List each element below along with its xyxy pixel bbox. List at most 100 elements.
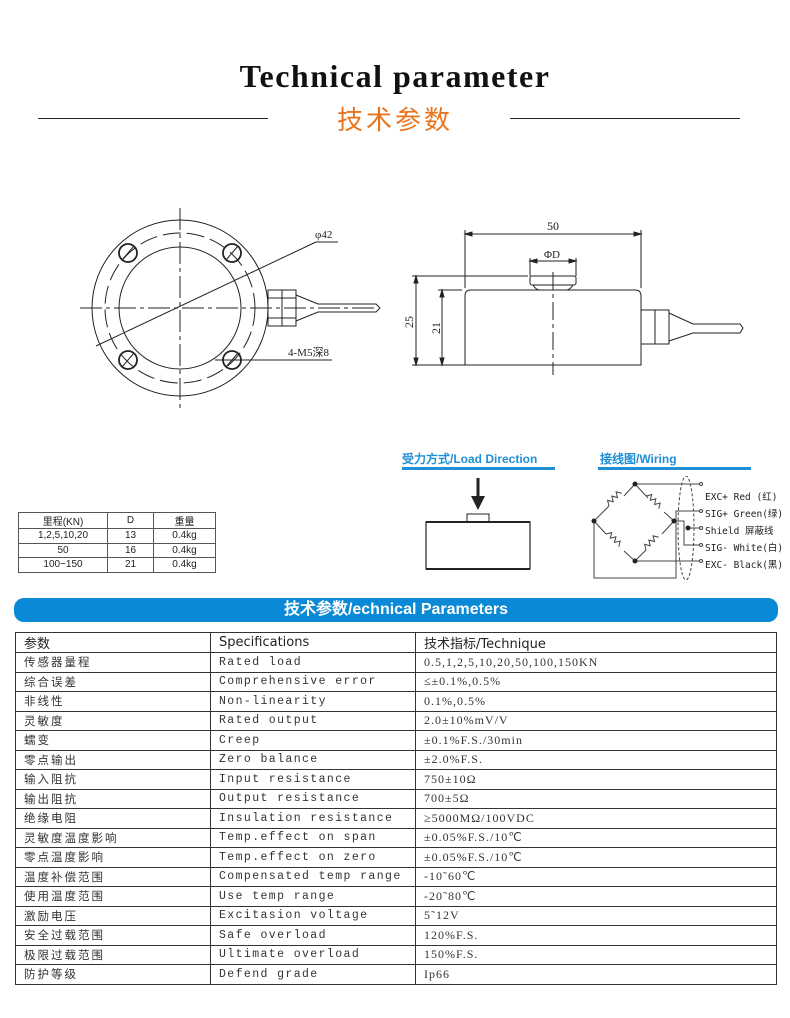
param-cn: 输入阻抗 [15, 769, 211, 790]
wiring-label-sig-minus: SIG- White(白) [705, 543, 784, 554]
button-diameter-label: ΦD [544, 249, 560, 261]
size-header-range: 里程(KN) [18, 512, 108, 529]
page-title-en: Technical parameter [239, 58, 551, 94]
param-en: Creep [210, 730, 416, 751]
param-cn: 蠕变 [15, 730, 211, 751]
load-direction-rule [402, 467, 555, 470]
size-header-weight: 重量 [153, 512, 216, 529]
param-cn: 输出阻抗 [15, 788, 211, 809]
param-en: Temp.effect on zero [210, 847, 416, 868]
total-height-label: 25 [402, 316, 416, 328]
spec-header-param: 参数 [15, 632, 211, 653]
param-en: Compensated temp range [210, 866, 416, 887]
param-en: Non-linearity [210, 691, 416, 712]
param-cn: 激励电压 [15, 905, 211, 926]
param-cn: 极限过载范围 [15, 944, 211, 965]
wiring-label-shield: Shield 屏蔽线 [705, 526, 774, 537]
param-value: ±0.1%F.S./30min [415, 730, 777, 751]
param-en: Insulation resistance [210, 808, 416, 829]
body-height-label: 21 [429, 322, 443, 334]
size-d-cell: 13 [107, 528, 154, 544]
param-cn: 综合误差 [15, 671, 211, 692]
diameter-label: φ42 [315, 229, 332, 241]
param-cn: 灵敏度 [15, 710, 211, 731]
wiring-rule [598, 467, 751, 470]
size-d-cell: 21 [107, 557, 154, 573]
param-value: ±2.0%F.S. [415, 749, 777, 770]
spec-table-header: 参数 Specifications 技术指标/Technique [15, 632, 777, 653]
size-table-row: 50 16 0.4kg [18, 542, 216, 558]
param-en: Defend grade [210, 964, 416, 985]
page-title-cn: 技术参数 [336, 106, 453, 136]
param-cn: 绝缘电阻 [15, 808, 211, 829]
param-en: Safe overload [210, 925, 416, 946]
param-en: Output resistance [210, 788, 416, 809]
load-direction-caption: 受力方式/Load Direction [402, 452, 538, 466]
param-cn: 传感器量程 [15, 652, 211, 673]
wiring-caption: 接线图/Wiring [600, 452, 677, 466]
size-table-row: 100~150 21 0.4kg [18, 557, 216, 573]
size-weight-cell: 0.4kg [153, 528, 216, 544]
param-value: 2.0±10%mV/V [415, 710, 777, 731]
param-cn: 零点输出 [15, 749, 211, 770]
param-cn: 灵敏度温度影响 [15, 827, 211, 848]
size-table: 里程(KN) D 重量 1,2,5,10,20 13 0.4kg 50 16 0… [18, 512, 216, 573]
param-cn: 零点温度影响 [15, 847, 211, 868]
param-en: Comprehensive error [210, 671, 416, 692]
spec-section-title: 技术参数/echnical Parameters [14, 598, 778, 622]
param-en: Zero balance [210, 749, 416, 770]
param-cn: 安全过载范围 [15, 925, 211, 946]
spec-header-technique: 技术指标/Technique [415, 632, 777, 653]
spec-header-specification: Specifications [210, 632, 416, 653]
wiring-label-exc-plus: EXC+ Red (红) [705, 492, 778, 503]
param-value: ±0.05%F.S./10℃ [415, 847, 777, 868]
size-header-d: D [107, 512, 154, 529]
param-en: Rated output [210, 710, 416, 731]
size-weight-cell: 0.4kg [153, 542, 216, 558]
param-value: ≥5000MΩ/100VDC [415, 808, 777, 829]
wiring-label-sig-plus: SIG+ Green(绿) [705, 509, 784, 520]
size-range-cell: 1,2,5,10,20 [18, 528, 108, 544]
param-value: 0.1%,0.5% [415, 691, 777, 712]
size-d-cell: 16 [107, 542, 154, 558]
param-cn: 防护等级 [15, 964, 211, 985]
param-value: 150%F.S. [415, 944, 777, 965]
load-direction-diagram [425, 478, 531, 570]
title-divider-right [510, 118, 740, 119]
param-en: Rated load [210, 652, 416, 673]
param-value: 750±10Ω [415, 769, 777, 790]
param-en: Ultimate overload [210, 944, 416, 965]
size-table-row: 1,2,5,10,20 13 0.4kg [18, 528, 216, 544]
param-cn: 温度补偿范围 [15, 866, 211, 887]
size-weight-cell: 0.4kg [153, 557, 216, 573]
side-view-drawing: 50 ΦD 25 21 [402, 219, 744, 375]
wiring-label-exc-minus: EXC- Black(黑) [705, 560, 784, 571]
holes-label: 4-M5深8 [288, 346, 329, 359]
param-cn: 使用温度范围 [15, 886, 211, 907]
param-value: ≤±0.1%,0.5% [415, 671, 777, 692]
top-view-drawing: φ42 4-M5深8 [80, 208, 381, 408]
param-en: Excitasion voltage [210, 905, 416, 926]
wiring-diagram [591, 476, 703, 581]
size-range-cell: 100~150 [18, 557, 108, 573]
param-value: 120%F.S. [415, 925, 777, 946]
param-value: ±0.05%F.S./10℃ [415, 827, 777, 848]
